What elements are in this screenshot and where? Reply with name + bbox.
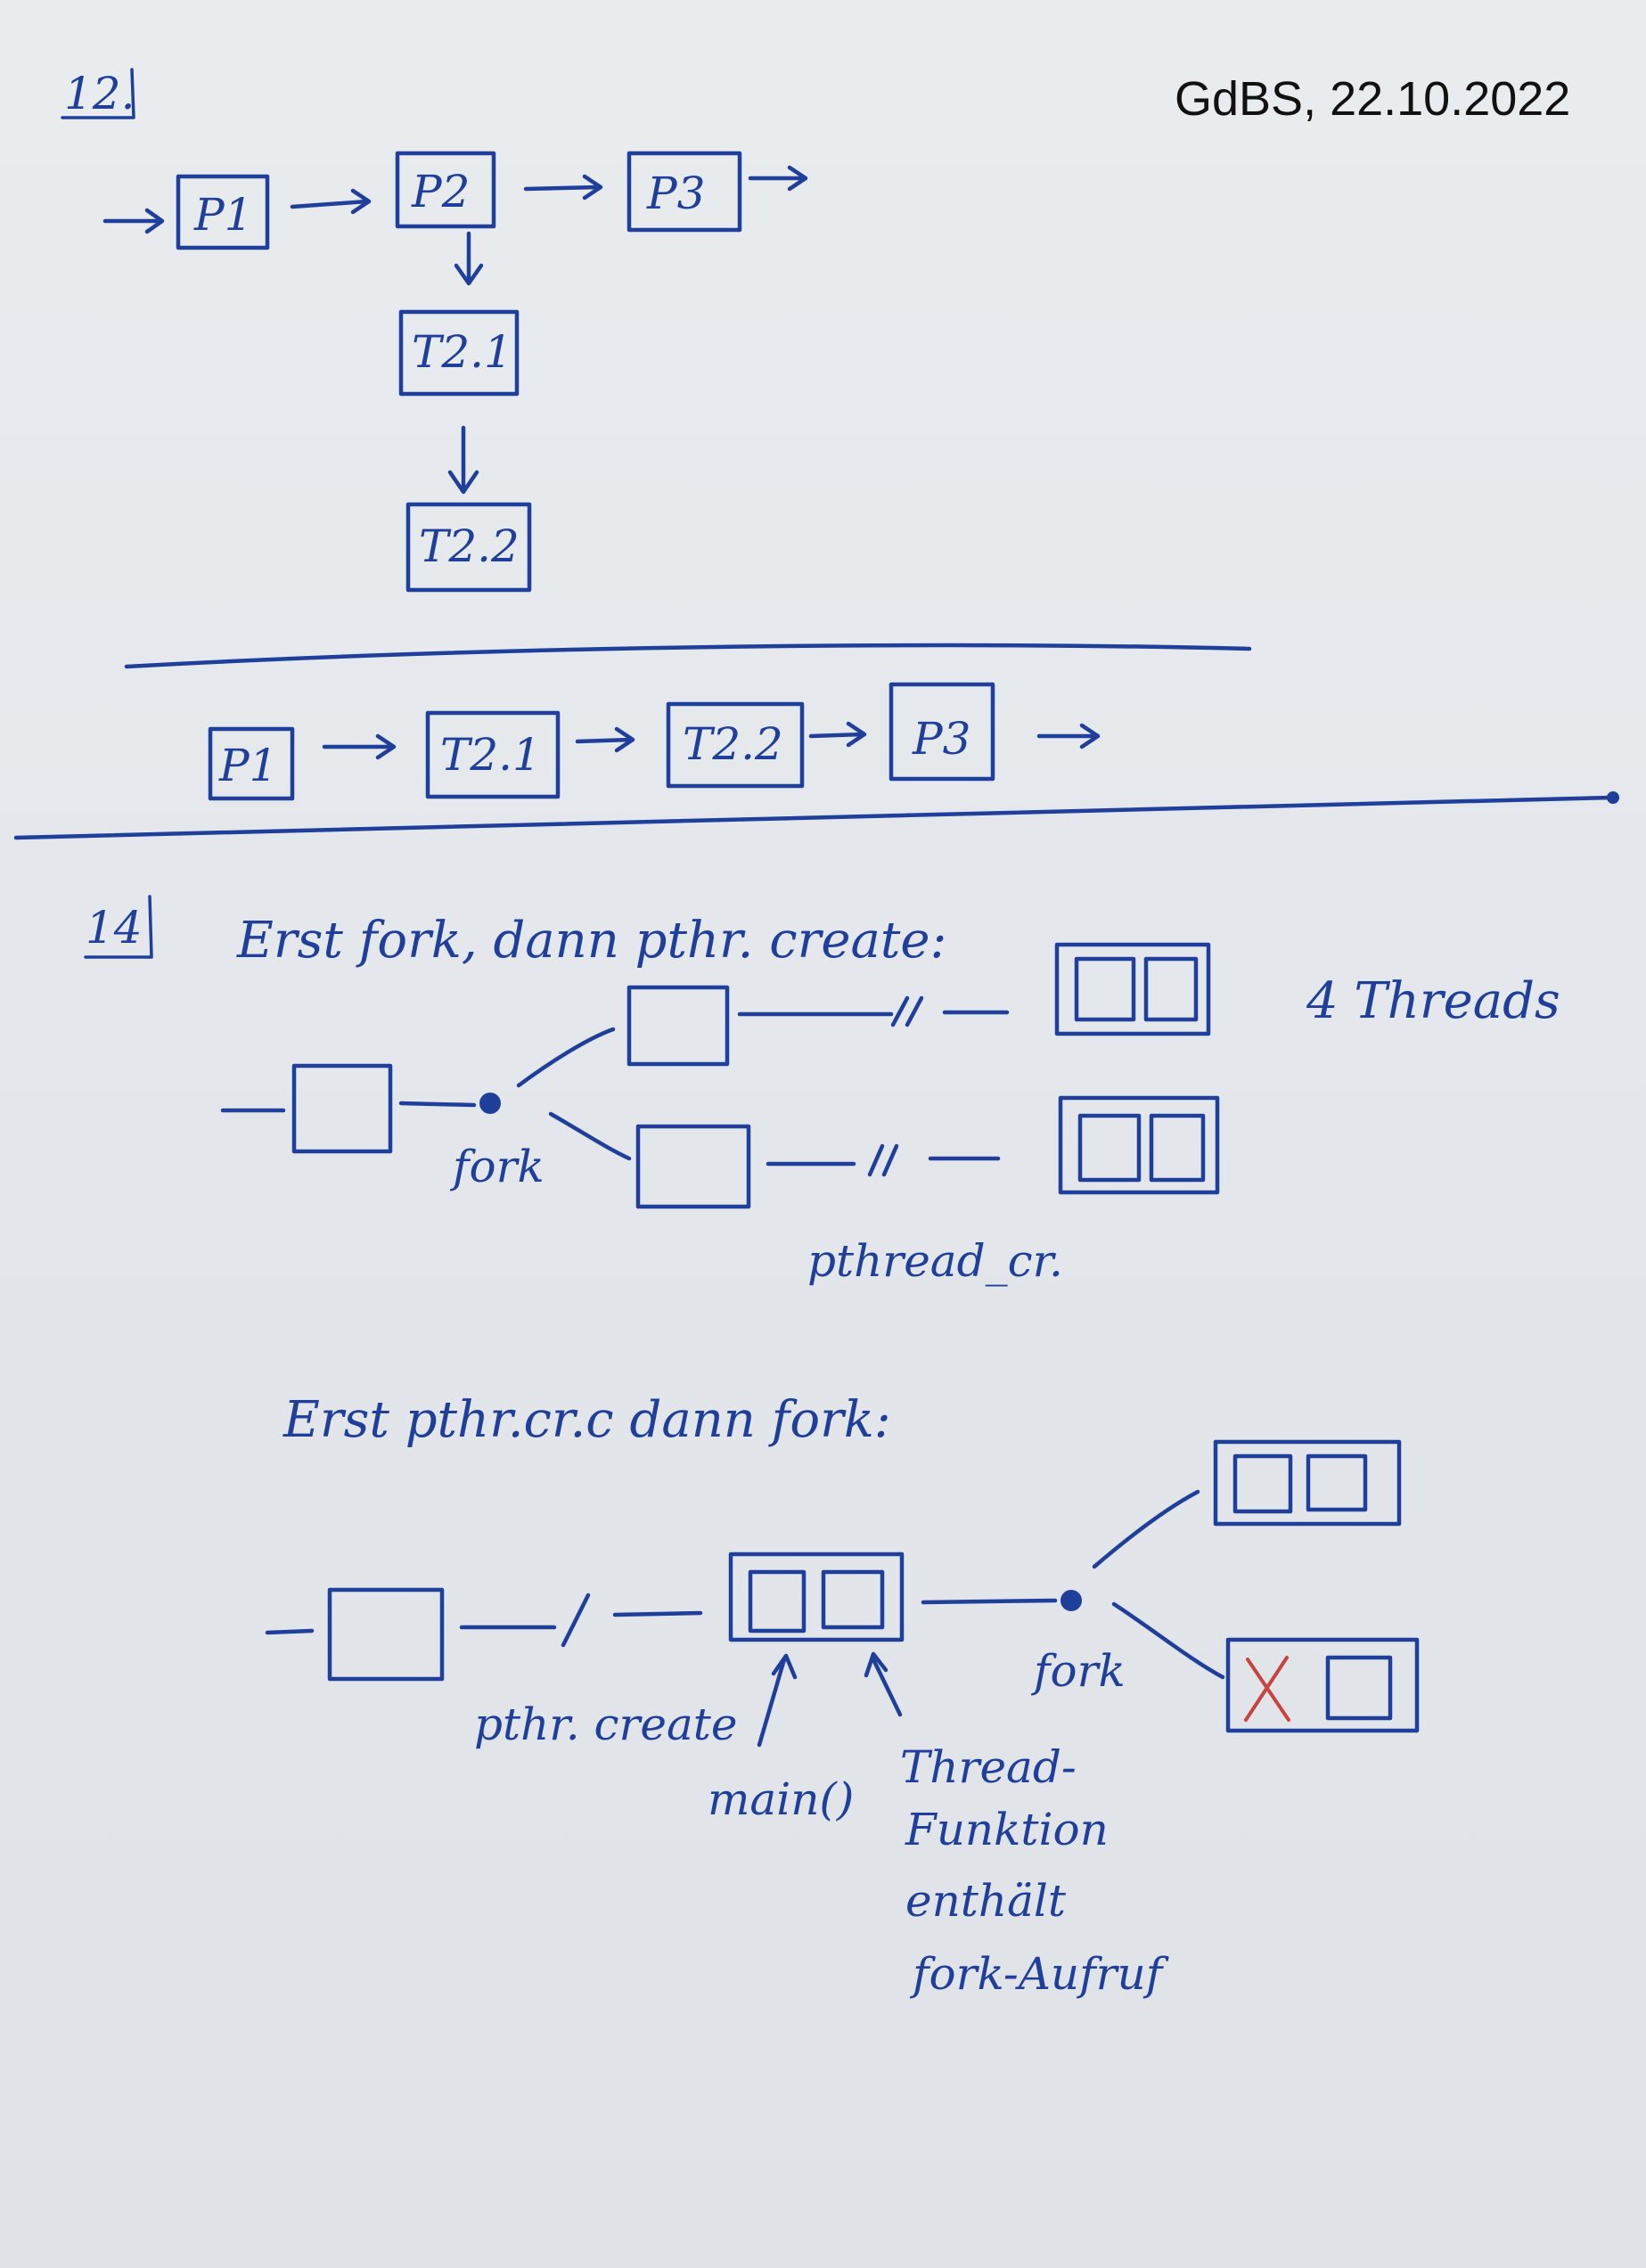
svg-text:P1: P1: [218, 740, 277, 791]
pthread-label-1: pthread_cr.: [807, 1235, 1063, 1287]
svg-text:Funktion: Funktion: [905, 1804, 1109, 1855]
arrow-t21-t22: [447, 425, 479, 495]
threads-note: 4 Threads: [1306, 972, 1560, 1030]
date-stamp: GdBS, 22.10.2022: [1175, 72, 1571, 126]
heading-fork-then-pthread: Erst fork, dann pthr. create:: [236, 912, 946, 970]
arrow-p1-p2: [290, 188, 372, 215]
diagram-fork-first: [220, 942, 1220, 1209]
arrow-out-p3: [748, 165, 808, 192]
task-12-number: 12.: [61, 68, 135, 119]
arrow-r2: [575, 726, 635, 753]
svg-text:P3: P3: [912, 713, 970, 765]
arrow-in-p1: [102, 208, 165, 234]
svg-text:T2.2: T2.2: [419, 520, 520, 572]
svg-text:P2: P2: [411, 166, 470, 217]
svg-text:fork-Aufruf: fork-Aufruf: [909, 1948, 1169, 2000]
task-14-number: 14: [84, 895, 153, 959]
arrow-p2-t21: [454, 231, 484, 286]
result-box-p3: P3: [889, 682, 995, 782]
main-label: main(): [708, 1773, 854, 1825]
divider-line-2: [13, 795, 1614, 840]
arrow-r4: [1036, 723, 1101, 749]
divider-line-1: [124, 643, 1252, 669]
box-t21: T2.1: [398, 309, 520, 397]
result-box-p1: P1: [208, 726, 295, 801]
heading-pthread-then-fork: Erst pthr.cr.c dann fork:: [283, 1391, 891, 1449]
svg-text:12.: 12.: [64, 68, 135, 119]
svg-text:enthält: enthält: [905, 1875, 1067, 1927]
svg-text:T2.1: T2.1: [412, 326, 512, 378]
arrow-r1: [322, 733, 397, 760]
divider-dot: [1607, 791, 1619, 804]
svg-text:Thread-: Thread-: [900, 1741, 1077, 1793]
svg-text:T2.1: T2.1: [440, 729, 541, 781]
fork-label-2: fork: [1030, 1645, 1126, 1697]
result-box-t21: T2.1: [425, 710, 561, 799]
box-t22: T2.2: [405, 502, 532, 593]
diagram-pthread-first: [265, 1439, 1420, 1748]
thread-function-note: Thread- Funktion enthält fork-Aufruf: [900, 1741, 1169, 2000]
arrow-p2-p3: [523, 174, 603, 201]
svg-text:14: 14: [86, 902, 143, 954]
arrow-r3: [808, 721, 867, 748]
result-box-t22: T2.2: [666, 701, 805, 789]
svg-text:P1: P1: [193, 189, 252, 241]
pthread-create-label-2: pthr. create: [474, 1699, 737, 1750]
svg-text:P3: P3: [646, 168, 705, 219]
svg-text:T2.2: T2.2: [683, 718, 783, 770]
box-p3: P3: [626, 151, 742, 233]
box-p1: P1: [176, 174, 270, 250]
fork-label-1: fork: [449, 1141, 545, 1192]
box-p2: P2: [395, 151, 496, 229]
